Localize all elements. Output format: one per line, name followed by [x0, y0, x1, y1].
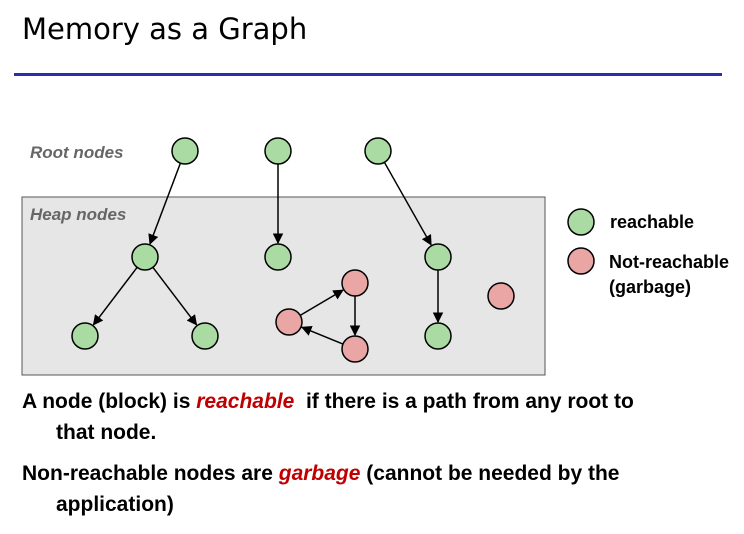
- node-cycle_bottom: [341, 335, 369, 363]
- node-root3: [364, 137, 392, 165]
- node-lone_garbage: [487, 282, 515, 310]
- edge-root3-to-heapC: [383, 161, 432, 246]
- root-nodes-label: Root nodes: [30, 143, 124, 162]
- reachable-definition: A node (block) is reachable if there is …: [22, 386, 722, 448]
- node-root1: [171, 137, 199, 165]
- node-root2: [264, 137, 292, 165]
- legend-not-reachable-line2: (garbage): [609, 277, 692, 297]
- para1-text-a: A node (block) is: [22, 390, 197, 413]
- edge-heapA-to-heapA_left: [92, 266, 138, 326]
- legend-not-reachable-label: Not-reachable (garbage): [609, 250, 729, 300]
- node-heapA: [131, 243, 159, 271]
- legend-not-reachable-line1: Not-reachable: [609, 252, 730, 272]
- edge-layer: [92, 161, 444, 345]
- legend-reachable-label: reachable: [610, 212, 695, 232]
- node-heapA_left: [71, 322, 99, 350]
- para2-text-a: Non-reachable nodes are: [22, 462, 279, 485]
- node-heapC: [424, 243, 452, 271]
- reachable-emphasis: reachable: [196, 390, 295, 413]
- legend-not-reachable-swatch: [567, 247, 595, 275]
- edge-cycle_left-to-cycle_top: [299, 289, 344, 317]
- edge-cycle_bottom-to-cycle_left: [300, 326, 344, 345]
- legend-reachable-swatch: [567, 208, 595, 236]
- para2-text-c: application): [56, 493, 174, 516]
- node-cycle_top: [341, 269, 369, 297]
- title-divider: [14, 73, 722, 76]
- edge-root1-to-heapA: [148, 162, 182, 245]
- heap-region: [21, 196, 546, 376]
- heap-nodes-label: Heap nodes: [30, 205, 127, 224]
- para2-text-b: (cannot be needed by the: [360, 462, 620, 485]
- edge-heapA-to-heapA_right: [152, 266, 198, 326]
- para1-text-b: if there is a path from any root to: [294, 390, 634, 413]
- node-layer: [71, 137, 515, 363]
- para1-text-c: that node.: [56, 421, 157, 444]
- garbage-emphasis: garbage: [278, 462, 361, 485]
- node-heapC_child: [424, 322, 452, 350]
- slide-title: Memory as a Graph: [22, 12, 308, 46]
- node-heapB: [264, 243, 292, 271]
- node-cycle_left: [275, 308, 303, 336]
- node-heapA_right: [191, 322, 219, 350]
- garbage-definition: Non-reachable nodes are garbage (cannot …: [22, 458, 722, 520]
